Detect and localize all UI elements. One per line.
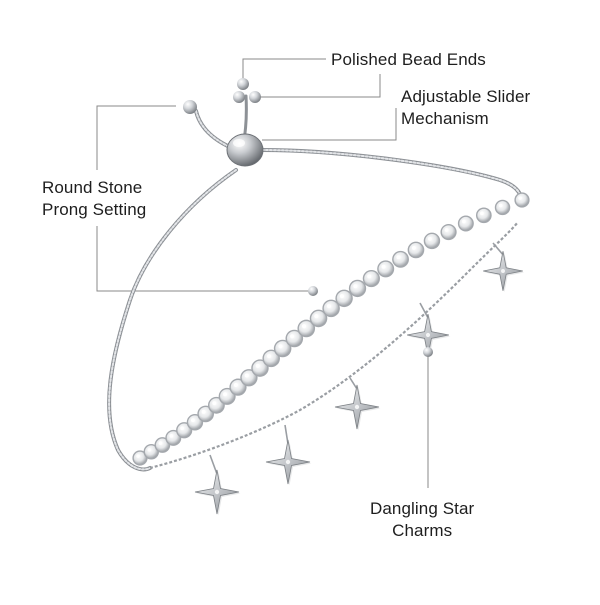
callout-dangling-star-charms: Dangling Star Charms xyxy=(370,498,474,542)
callout-round-stone-prong-setting: Round Stone Prong Setting xyxy=(42,177,146,221)
box-chain xyxy=(107,94,524,472)
round-stone xyxy=(262,349,280,368)
callout-polished-bead-ends: Polished Bead Ends xyxy=(331,49,486,71)
round-stone xyxy=(297,319,316,338)
round-stone xyxy=(335,289,353,308)
slider-bead-icon xyxy=(226,133,264,167)
bead-end-icon xyxy=(308,286,318,296)
bead-end-icon xyxy=(233,91,245,103)
round-stone xyxy=(392,250,409,268)
callout-adjustable-slider: Adjustable Slider Mechanism xyxy=(401,86,530,130)
round-stone xyxy=(285,329,304,348)
bead-end-icon xyxy=(423,347,433,357)
round-stone xyxy=(514,192,530,208)
stone-row xyxy=(132,192,530,466)
leader-bead-end-lower xyxy=(252,74,381,98)
charm-chain xyxy=(149,221,519,470)
star-charm-icon xyxy=(483,251,525,293)
round-stone xyxy=(273,339,292,358)
leader-round-stone-bottom xyxy=(96,226,313,292)
charm-dangles xyxy=(209,242,504,475)
star-charms xyxy=(194,251,525,516)
callout-text: Polished Bead Ends xyxy=(331,50,486,69)
round-stone xyxy=(475,207,492,224)
callout-text: Mechanism xyxy=(401,109,489,128)
star-charm-icon xyxy=(334,384,381,431)
round-stone xyxy=(440,223,457,241)
charm-link xyxy=(349,377,358,390)
charm-link xyxy=(419,302,429,319)
callout-text: Prong Setting xyxy=(42,200,147,219)
round-stone xyxy=(322,299,340,318)
star-charm-icon xyxy=(194,469,241,516)
round-stone xyxy=(377,260,395,278)
callout-text: Adjustable Slider xyxy=(401,87,531,106)
round-stone xyxy=(494,199,511,216)
round-stone xyxy=(132,450,148,466)
callout-text: Charms xyxy=(392,521,453,540)
round-stone xyxy=(457,215,474,232)
callout-text: Round Stone xyxy=(42,178,143,197)
leader-lines xyxy=(96,58,429,488)
leader-round-stone-top xyxy=(96,105,176,170)
round-stone xyxy=(423,232,441,250)
leader-polished-bead-ends xyxy=(242,58,326,78)
leader-adjustable-slider xyxy=(262,108,397,141)
round-stone xyxy=(348,279,367,298)
bead-end-icon xyxy=(237,78,249,90)
star-charm-icon xyxy=(265,439,312,486)
round-stone xyxy=(362,269,380,288)
charm-link xyxy=(492,242,504,256)
bead-end-icon xyxy=(249,91,261,103)
callout-text: Dangling Star xyxy=(370,499,475,518)
charm-link xyxy=(209,454,218,475)
bead-end-icon xyxy=(183,100,197,114)
round-stone xyxy=(407,241,425,259)
round-stone xyxy=(309,309,328,328)
